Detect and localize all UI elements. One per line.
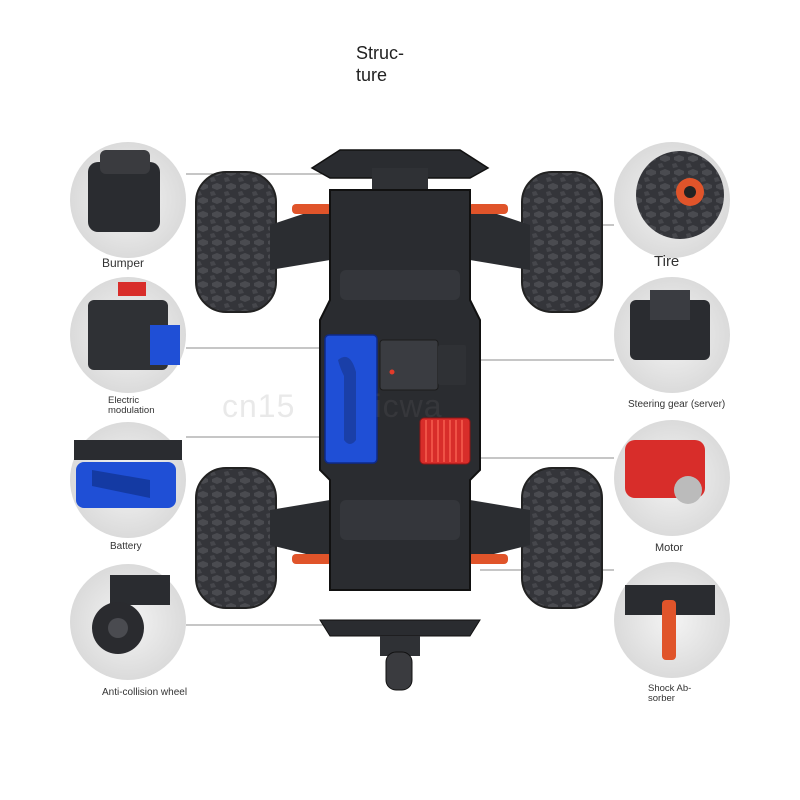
motor-fins [425,420,463,462]
tire-rear-left [195,467,277,609]
esc-unit [379,339,439,391]
watermark: cn15 icwa [222,388,443,424]
front-bumper [310,149,490,179]
thumb-steering-gear [614,277,730,393]
tires [195,171,603,609]
shock-front-left [292,204,332,214]
thumb-battery [70,422,186,538]
steering-servo [438,345,466,385]
shock-rear-left [292,554,332,564]
thumb-bumper [70,142,186,258]
tire-front-right [521,171,603,313]
label-anti-collision-wheel: Anti-collision wheel [102,687,188,698]
thumb-electric-modulation [70,277,186,393]
shock-rear-right [468,554,508,564]
chassis-rear-plate [340,500,460,540]
label-electric-modulation: Electric modulation [108,395,155,416]
label-bumper: Bumper [102,256,145,270]
chassis-front-plate [340,270,460,300]
tire-front-left [195,171,277,313]
label-shock-absorber: Shock Ab- sorber [648,683,692,704]
tire-rear-right [521,467,603,609]
esc-led [389,369,395,375]
label-steering-gear: Steering gear (server) [628,399,726,410]
thumb-tire [614,142,730,258]
thumb-shock-absorber [614,562,730,678]
battery-strap [338,356,356,444]
thumbnails [70,142,730,680]
label-battery: Battery [110,541,142,552]
diagram-title: Struc- ture [356,43,405,85]
label-tire: Tire [654,253,680,270]
shock-front-right [468,204,508,214]
label-motor: Motor [655,542,684,554]
thumb-anti-collision-wheel [70,564,186,680]
anti-collision-wheel-part [385,651,413,691]
rear-bumper [319,619,481,637]
thumb-motor [614,420,730,536]
suspension-arms [270,204,530,564]
